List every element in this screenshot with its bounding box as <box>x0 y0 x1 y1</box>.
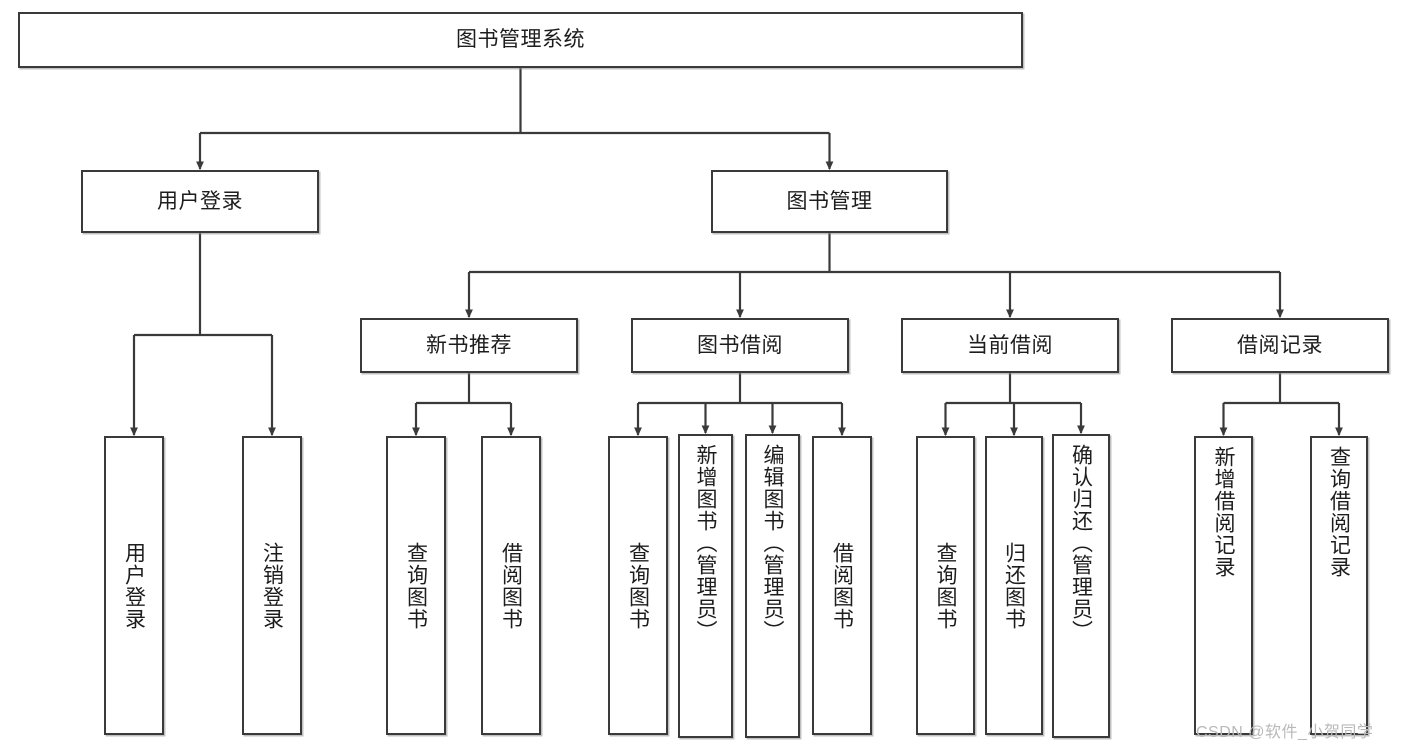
node-label-l6: 新增图书（管理员） <box>694 444 717 642</box>
csdn-watermark: CSDN @软件_小贺同学 <box>1196 724 1374 741</box>
node-l7: 编辑图书（管理员） <box>745 434 800 738</box>
node-label-n_user_login: 用户登录 <box>157 189 243 213</box>
node-label-l7: 编辑图书（管理员） <box>761 444 784 642</box>
connector-bookmgmt-to-level3 <box>465 233 1284 319</box>
connector-newbooks-to-leaves <box>412 373 515 437</box>
node-n_borrow: 图书借阅 <box>631 318 849 373</box>
node-label-n_borrow: 图书借阅 <box>697 333 783 357</box>
node-n_records: 借阅记录 <box>1171 318 1389 373</box>
node-label-l4: 借阅图书 <box>499 541 523 630</box>
node-label-n_records: 借阅记录 <box>1237 333 1323 357</box>
node-l8: 借阅图书 <box>812 436 872 735</box>
node-label-n_new_books: 新书推荐 <box>426 333 512 357</box>
node-label-l11: 确认归还（管理员） <box>1069 444 1093 642</box>
node-label-l9: 查询图书 <box>934 541 957 630</box>
node-l3: 查询图书 <box>386 436 446 735</box>
node-l9: 查询图书 <box>916 436 975 735</box>
node-label-l5: 查询图书 <box>626 541 650 630</box>
connector-userlogin-to-leaves <box>130 233 276 437</box>
node-n_book_mgmt: 图书管理 <box>711 170 948 233</box>
node-l13: 查询借阅记录 <box>1310 436 1368 735</box>
node-root: 图书管理系统 <box>18 12 1023 68</box>
node-label-l13: 查询借阅记录 <box>1327 446 1351 578</box>
node-l10: 归还图书 <box>985 436 1043 735</box>
connector-records-to-leaves <box>1219 373 1343 437</box>
node-n_user_login: 用户登录 <box>81 170 319 233</box>
node-n_new_books: 新书推荐 <box>360 318 578 373</box>
node-label-l3: 查询图书 <box>404 541 428 630</box>
node-l1: 用户登录 <box>104 436 164 735</box>
node-l11: 确认归还（管理员） <box>1052 434 1110 738</box>
node-label-n_book_mgmt: 图书管理 <box>786 189 873 213</box>
node-label-l1: 用户登录 <box>122 541 146 630</box>
node-label-l8: 借阅图书 <box>830 541 854 630</box>
node-l2: 注销登录 <box>242 436 302 735</box>
connector-borrow-to-leaves <box>634 373 846 437</box>
connector-current-to-leaves <box>941 373 1085 437</box>
connector-root-to-level2 <box>196 68 834 171</box>
node-l5: 查询图书 <box>608 436 668 735</box>
node-label-l10: 归还图书 <box>1002 541 1026 630</box>
node-label-l2: 注销登录 <box>260 541 284 630</box>
node-l6: 新增图书（管理员） <box>678 434 733 738</box>
node-label-l12: 新增借阅记录 <box>1212 446 1235 578</box>
node-l4: 借阅图书 <box>481 436 541 735</box>
node-label-root: 图书管理系统 <box>456 28 585 52</box>
node-l12: 新增借阅记录 <box>1194 436 1253 735</box>
node-n_current: 当前借阅 <box>901 318 1119 373</box>
node-label-n_current: 当前借阅 <box>967 333 1053 357</box>
